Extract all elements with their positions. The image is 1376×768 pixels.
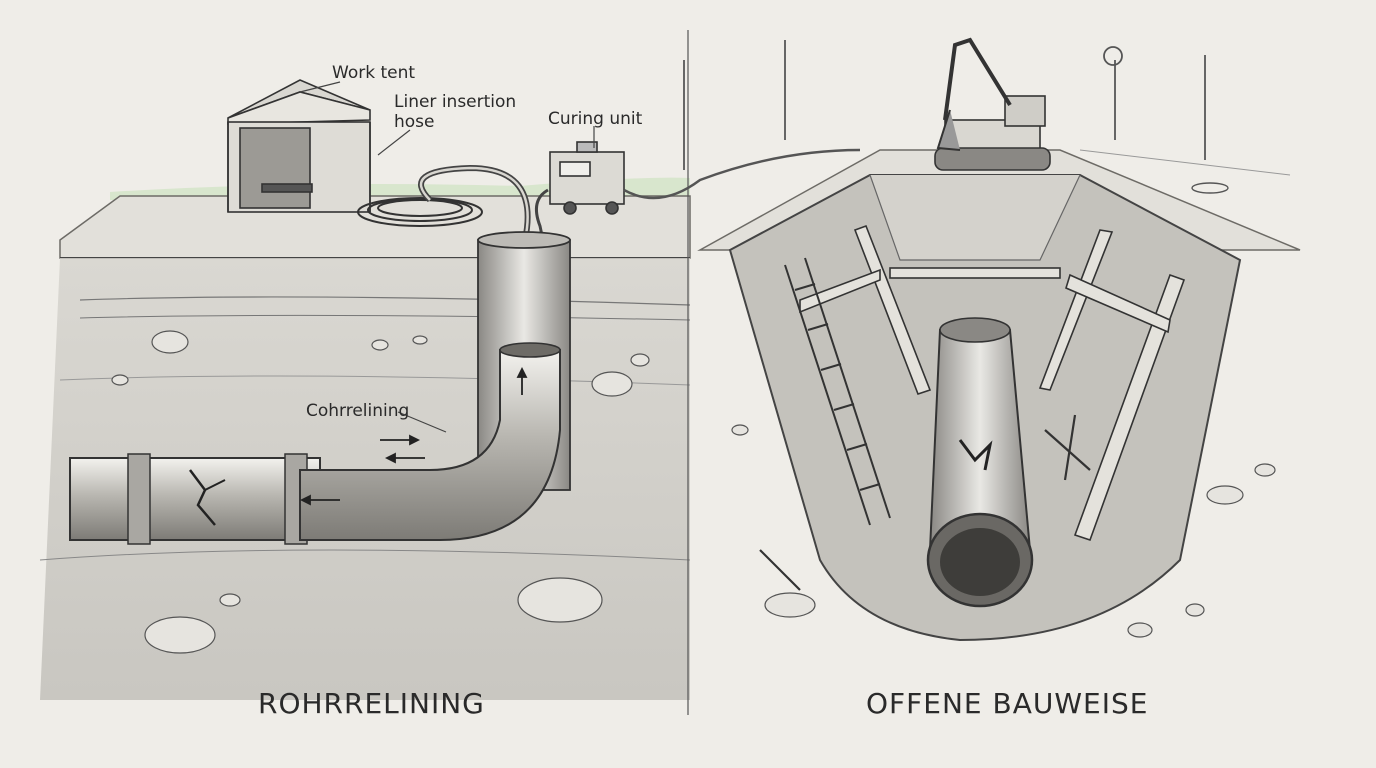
curing-unit xyxy=(549,141,625,215)
leader-lines-left xyxy=(299,81,595,433)
relining-scene xyxy=(39,79,861,700)
label-liner-hose-1: Liner insertion xyxy=(394,92,516,112)
open-trench-scene xyxy=(683,37,1301,642)
label-liner-hose-2: hose xyxy=(394,112,435,132)
title-left: ROHRRELINING xyxy=(258,687,485,720)
stones-right xyxy=(731,424,1276,638)
label-curing-unit: Curing unit xyxy=(548,109,643,129)
ladder xyxy=(784,257,891,526)
label-cohrrelining: Cohrrelining xyxy=(306,401,409,421)
excavator xyxy=(934,37,1051,171)
exposed-pipe xyxy=(926,317,1034,608)
tools xyxy=(759,414,1091,591)
title-right: OFFENE BAUWEISE xyxy=(866,687,1148,720)
stones-left xyxy=(111,330,650,654)
liner-bend xyxy=(299,349,561,541)
trench-shoring xyxy=(799,224,1186,542)
curing-unit-hose xyxy=(534,188,549,251)
work-tent xyxy=(227,79,371,213)
hose-coil xyxy=(357,197,483,227)
old-pipe xyxy=(69,453,321,545)
flow-arrows xyxy=(299,366,528,506)
label-work-tent: Work tent xyxy=(332,63,415,83)
